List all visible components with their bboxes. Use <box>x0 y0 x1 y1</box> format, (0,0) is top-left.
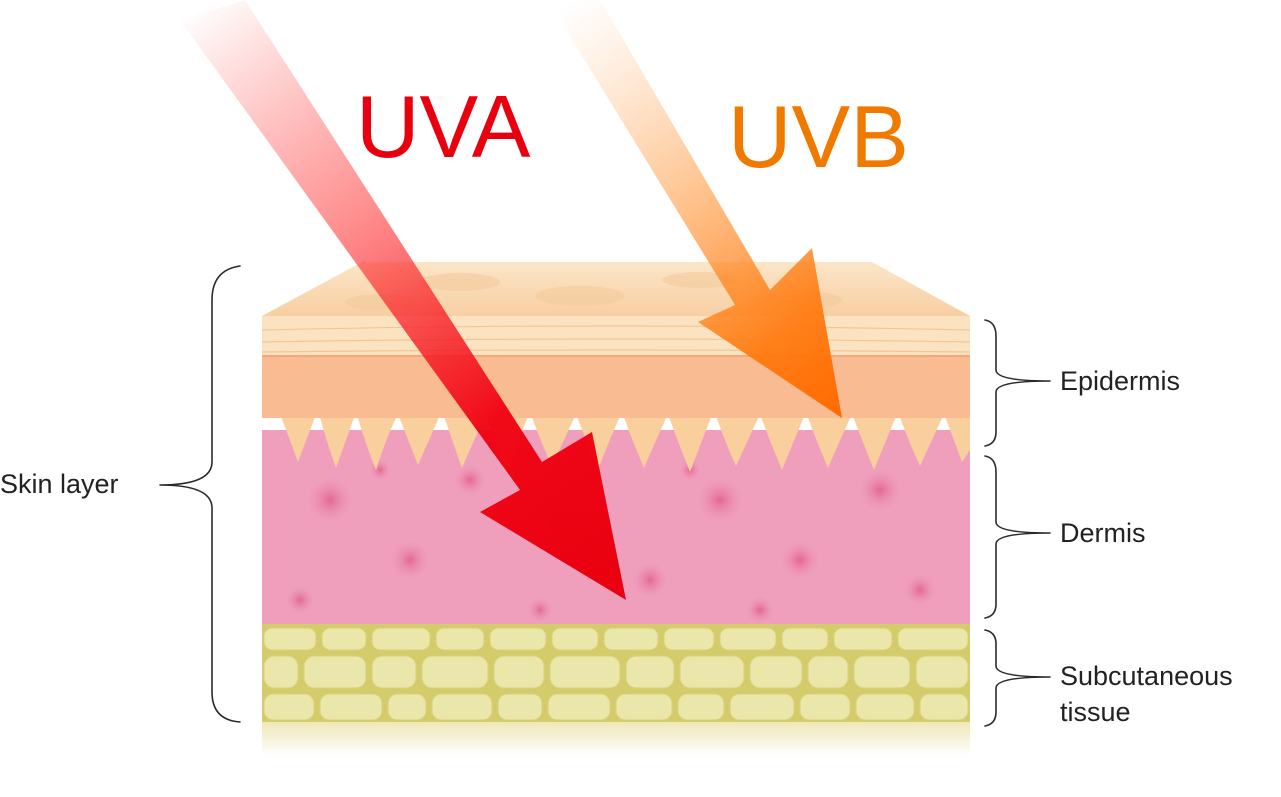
subcutaneous-layer <box>262 624 970 756</box>
epidermis-layer <box>261 316 971 416</box>
dermis-bracket <box>984 455 1051 619</box>
dermis-layer <box>262 430 970 626</box>
epidermis-bracket <box>984 319 1051 447</box>
epidermis-label: Epidermis <box>1060 366 1180 396</box>
uva-label: UVA <box>356 77 531 176</box>
subcutaneous-bracket <box>984 629 1051 727</box>
subcutaneous-label-line1: Subcutaneous <box>1060 661 1233 691</box>
uvb-arrow <box>545 0 842 418</box>
subcutaneous-label-line2: tissue <box>1060 697 1131 727</box>
skin-layer-label: Skin layer <box>0 469 119 499</box>
uvb-label: UVB <box>728 87 909 186</box>
dermal-papillae <box>262 410 970 472</box>
uva-arrow <box>180 0 626 600</box>
dermis-label: Dermis <box>1060 518 1146 548</box>
skin-layer-bracket <box>159 265 241 723</box>
